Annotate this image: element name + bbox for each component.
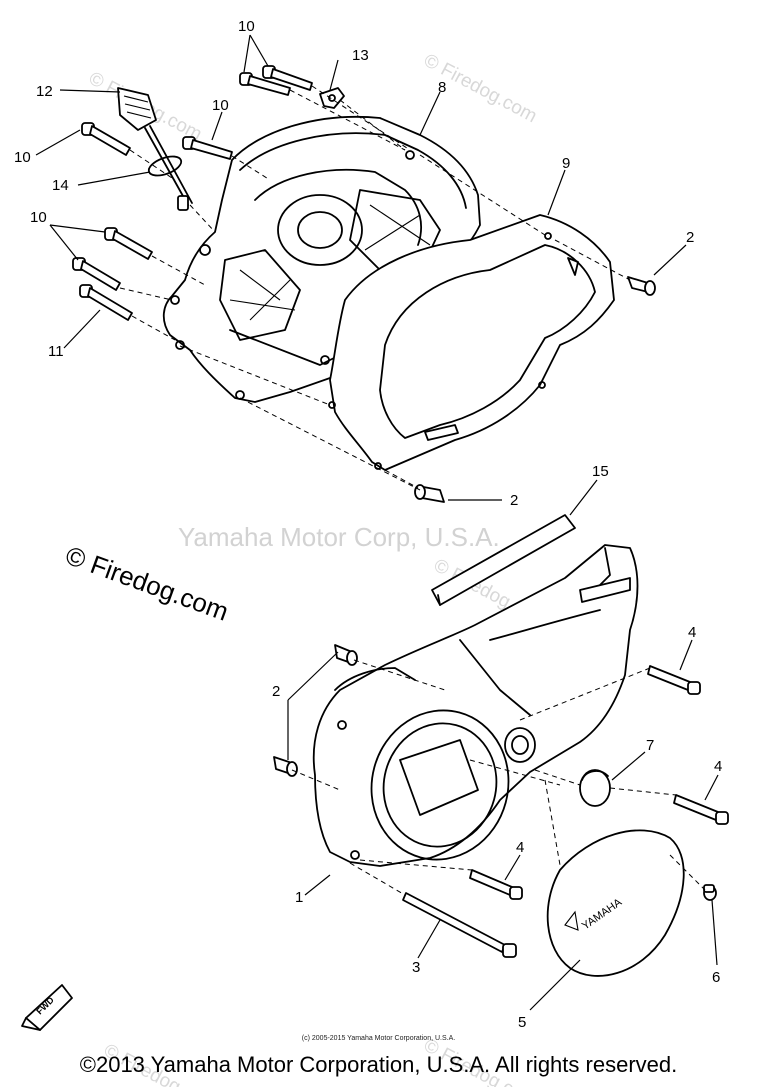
- callout-4: 4: [688, 624, 696, 641]
- callout-15: 15: [592, 463, 609, 480]
- callout-8: 8: [438, 79, 446, 96]
- assembly-guide-lines-lower: [291, 659, 706, 896]
- copyright-footer: ©2013 Yamaha Motor Corporation, U.S.A. A…: [79, 1052, 678, 1077]
- callout-13: 13: [352, 47, 369, 64]
- cap-7: [579, 769, 611, 807]
- callout-4: 4: [714, 758, 722, 775]
- assembly-guide-lines-upper: [119, 85, 631, 491]
- dowel-pin-2-upper-lower: [414, 484, 445, 503]
- callout-3: 3: [412, 959, 420, 976]
- callout-10: 10: [30, 209, 47, 226]
- callout-11: 11: [48, 343, 64, 360]
- copyright-small: (c) 2005-2015 Yamaha Motor Corporation, …: [301, 1035, 456, 1042]
- point-cover-5: YAMAHA: [546, 829, 685, 977]
- dowel-pin-2-lower-top: [334, 644, 358, 666]
- leader-lines: [35, 34, 719, 1011]
- bolt-10: [262, 65, 313, 91]
- bolt-4: [469, 869, 523, 900]
- callout-14: 14: [52, 177, 69, 194]
- callout-10: 10: [14, 149, 31, 166]
- oil-level-gauge-12: [117, 87, 193, 211]
- clamp-13: [319, 87, 345, 109]
- bolt-10: [239, 72, 291, 96]
- gasket-9: [328, 214, 615, 471]
- callout-10: 10: [212, 97, 229, 114]
- screw-6: [703, 884, 717, 901]
- bolt-11: [79, 284, 133, 321]
- callout-9: 9: [562, 155, 570, 172]
- callout-5: 5: [518, 1014, 526, 1031]
- watermark-yamaha: Yamaha Motor Corp, U.S.A.: [178, 522, 500, 552]
- bolt-10: [182, 136, 233, 160]
- callout-2: 2: [272, 683, 280, 700]
- callout-12: 12: [36, 83, 53, 100]
- callout-2: 2: [510, 492, 518, 509]
- o-ring-14: [147, 155, 183, 177]
- dowel-pin-2-upper-right: [627, 276, 656, 296]
- cover-plate-15: [431, 514, 576, 606]
- callout-4: 4: [516, 839, 524, 856]
- bolt-10: [72, 257, 121, 291]
- callout-7: 7: [646, 737, 654, 754]
- bolt-10: [81, 122, 131, 156]
- crankcase-cover-1: [312, 544, 639, 867]
- bolt-3: [402, 892, 517, 958]
- bolt-4: [673, 794, 729, 825]
- dowel-pin-2-lower-bottom: [273, 756, 298, 777]
- bolt-4: [647, 665, 701, 695]
- crankcase-cover-8: [162, 115, 481, 403]
- callout-6: 6: [712, 969, 720, 986]
- callout-2: 2: [686, 229, 694, 246]
- fwd-arrow-icon: FWD: [21, 984, 73, 1031]
- callout-labels: 10 13 12 8 10 10 14 9 2 10 11 2 15 4 2 4…: [14, 18, 722, 1031]
- callout-1: 1: [295, 889, 303, 906]
- callout-10: 10: [238, 18, 255, 35]
- bolt-10: [104, 227, 153, 260]
